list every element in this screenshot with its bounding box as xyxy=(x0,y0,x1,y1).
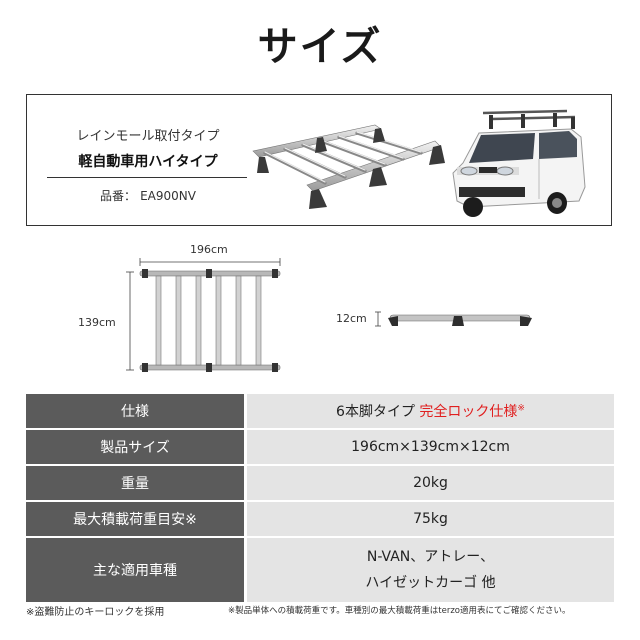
van-image xyxy=(452,109,586,217)
spec-table: 仕様 6本脚タイプ 完全ロック仕様※ 製品サイズ 196cm×139cm×12c… xyxy=(26,392,614,604)
spec-value: 20kg xyxy=(247,466,614,500)
spec-row: 重量 20kg xyxy=(26,466,614,500)
spec-highlight: 完全ロック仕様※ xyxy=(419,403,525,420)
note-load: ※製品単体への積載荷重です。車種別の最大積載荷重はterzo適用表にてご確認くだ… xyxy=(228,606,571,616)
spec-label: 最大積載荷重目安※ xyxy=(26,502,244,536)
spec-value: N-VAN、アトレー、 ハイゼットカーゴ 他 xyxy=(247,538,614,602)
spec-label: 製品サイズ xyxy=(26,430,244,464)
spec-value-line: N-VAN、アトレー、 xyxy=(366,549,495,565)
spec-row: 製品サイズ 196cm×139cm×12cm xyxy=(26,430,614,464)
depth-label: 139cm xyxy=(78,316,116,329)
spec-label: 主な適用車種 xyxy=(26,538,244,602)
roof-rack-image xyxy=(252,124,445,209)
spec-row: 最大積載荷重目安※ 75kg xyxy=(26,502,614,536)
spec-value: 6本脚タイプ 完全ロック仕様※ xyxy=(247,394,614,428)
product-code-label: 品番： xyxy=(100,189,137,203)
height-label: 12cm xyxy=(336,312,367,325)
product-code: EA900NV xyxy=(140,189,196,203)
spec-value-line: ハイゼットカーゴ 他 xyxy=(365,575,496,591)
spec-value: 75kg xyxy=(247,502,614,536)
spec-label: 重量 xyxy=(26,466,244,500)
divider xyxy=(47,177,247,178)
spec-value-text: 6本脚タイプ xyxy=(336,404,415,420)
page-title: サイズ xyxy=(257,24,383,70)
width-label: 196cm xyxy=(190,243,228,256)
spec-value: 196cm×139cm×12cm xyxy=(247,430,614,464)
product-code-row: 品番：EA900NV xyxy=(43,187,253,204)
side-view-drawing xyxy=(375,311,532,327)
top-view-drawing xyxy=(126,258,281,372)
product-name: 軽自動車用ハイタイプ xyxy=(78,154,218,170)
product-subtitle: レインモール取付タイプ xyxy=(76,129,220,144)
note-keylock: ※盗難防止のキーロックを採用 xyxy=(26,607,165,618)
spec-note-mark: ※ xyxy=(517,403,525,414)
spec-row: 主な適用車種 N-VAN、アトレー、 ハイゼットカーゴ 他 xyxy=(26,538,614,602)
spec-row: 仕様 6本脚タイプ 完全ロック仕様※ xyxy=(26,394,614,428)
product-box: レインモール取付タイプ 軽自動車用ハイタイプ 品番：EA900NV xyxy=(26,94,612,226)
spec-label: 仕様 xyxy=(26,394,244,428)
